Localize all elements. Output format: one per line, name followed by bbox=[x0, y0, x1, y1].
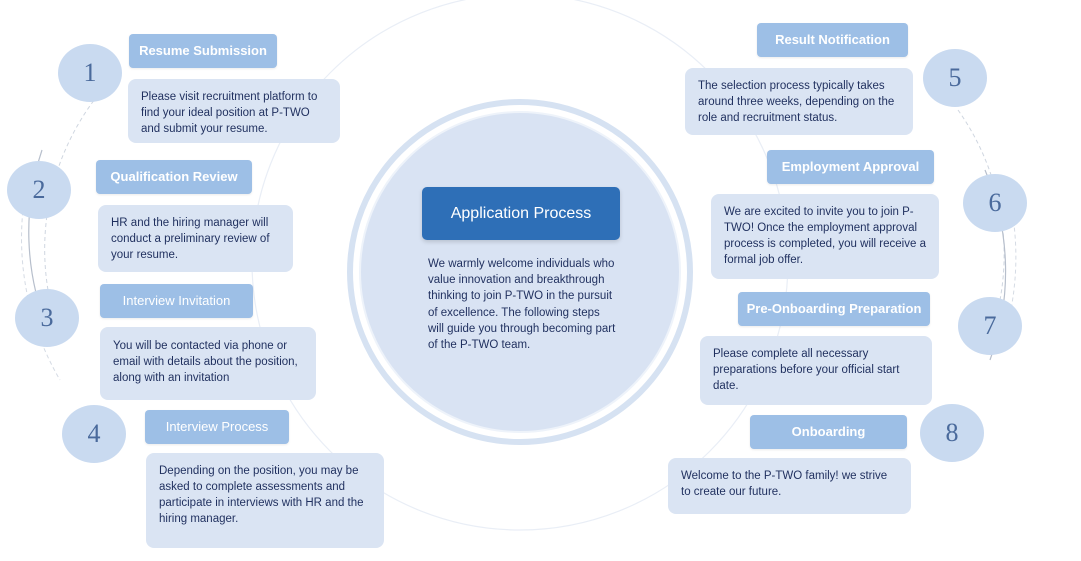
step-3-number: 3 bbox=[15, 289, 79, 347]
step-6-number: 6 bbox=[963, 174, 1027, 232]
step-3-title: Interview Invitation bbox=[100, 284, 253, 318]
step-5-description: The selection process typically takes ar… bbox=[685, 68, 913, 135]
step-1-number: 1 bbox=[58, 44, 122, 102]
step-8-number: 8 bbox=[920, 404, 984, 462]
step-5-title: Result Notification bbox=[757, 23, 908, 57]
step-7-title: Pre-Onboarding Preparation bbox=[738, 292, 930, 326]
step-1-description: Please visit recruitment platform to fin… bbox=[128, 79, 340, 143]
center-title: Application Process bbox=[422, 187, 620, 240]
step-2-description: HR and the hiring manager will conduct a… bbox=[98, 205, 293, 272]
step-5-number: 5 bbox=[923, 49, 987, 107]
step-6-description: We are excited to invite you to join P-T… bbox=[711, 194, 939, 279]
step-4-title: Interview Process bbox=[145, 410, 289, 444]
step-2-title: Qualification Review bbox=[96, 160, 252, 194]
step-8-description: Welcome to the P-TWO family! we strive t… bbox=[668, 458, 911, 514]
step-4-description: Depending on the position, you may be as… bbox=[146, 453, 384, 548]
step-4-number: 4 bbox=[62, 405, 126, 463]
step-8-title: Onboarding bbox=[750, 415, 907, 449]
step-2-number: 2 bbox=[7, 161, 71, 219]
step-3-description: You will be contacted via phone or email… bbox=[100, 327, 316, 400]
center-description: We warmly welcome individuals who value … bbox=[428, 258, 616, 352]
step-6-title: Employment Approval bbox=[767, 150, 934, 184]
step-1-title: Resume Submission bbox=[129, 34, 277, 68]
step-7-number: 7 bbox=[958, 297, 1022, 355]
step-7-description: Please complete all necessary preparatio… bbox=[700, 336, 932, 405]
